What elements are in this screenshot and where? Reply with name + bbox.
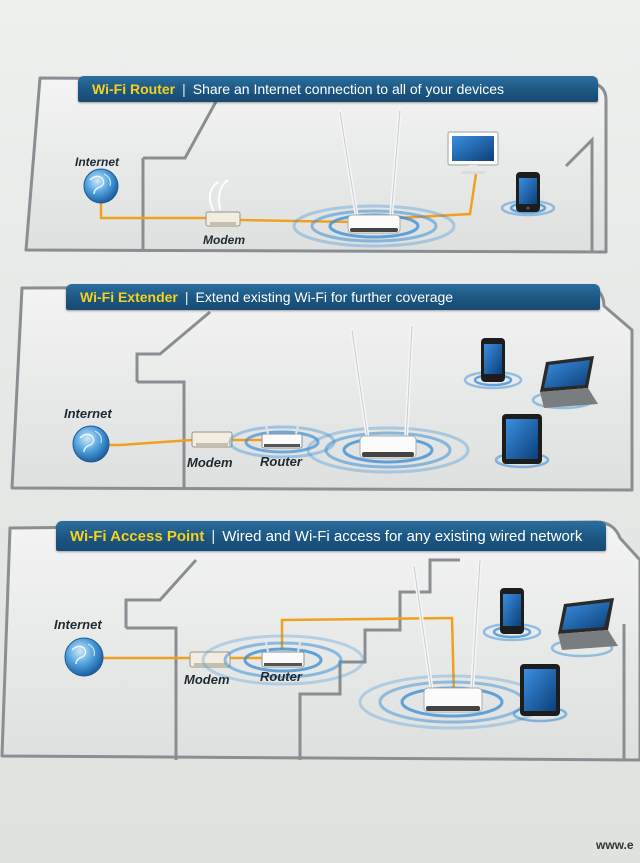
smartphone-icon <box>500 172 556 217</box>
panel-wifi-access-point: Internet Modem Router <box>0 520 640 762</box>
wifi-signal-icon <box>306 426 470 474</box>
panel-wifi-router: Internet Modem <box>24 76 608 254</box>
wifi-signal-icon <box>201 634 365 686</box>
stairs-line <box>143 97 220 160</box>
mode-title: Wi-Fi Router <box>92 81 176 97</box>
globe-icon <box>83 168 119 204</box>
wall-line <box>137 380 186 490</box>
smartphone-icon <box>482 588 542 642</box>
router-device <box>261 641 305 668</box>
mode-description: Extend existing Wi-Fi for further covera… <box>195 289 454 305</box>
globe-icon <box>72 425 110 463</box>
internet-label: Internet <box>54 617 102 632</box>
monitor-icon <box>447 131 499 174</box>
mode-title: Wi-Fi Access Point <box>70 527 205 545</box>
modem-label: Modem <box>184 672 230 687</box>
modem-device <box>189 651 231 668</box>
access-point-device <box>412 558 483 713</box>
banner-wifi-extender: Wi-Fi Extender | Extend existing Wi-Fi f… <box>66 284 600 310</box>
wall-line <box>126 626 178 760</box>
banner-separator: | <box>182 81 186 97</box>
panel-wifi-extender: Internet Modem Router <box>10 284 634 492</box>
banner-separator: | <box>211 527 216 545</box>
router-label: Router <box>260 669 303 684</box>
mode-description: Share an Internet connection to all of y… <box>192 81 505 97</box>
modem-label: Modem <box>203 233 245 247</box>
banner-wifi-access-point: Wi-Fi Access Point | Wired and Wi-Fi acc… <box>56 521 606 551</box>
modem-device <box>191 431 233 448</box>
globe-icon <box>64 637 104 677</box>
footer-url: www.e <box>596 838 634 852</box>
tablet-icon <box>512 664 568 723</box>
cable-router-accesspoint <box>280 616 456 697</box>
internet-label: Internet <box>64 406 112 421</box>
router-label: Router <box>260 454 303 469</box>
smartphone-icon <box>463 338 523 390</box>
staircase-outline <box>298 558 460 760</box>
banner-wifi-router: Wi-Fi Router | Share an Internet connect… <box>78 76 598 102</box>
laptop-icon <box>550 598 618 658</box>
house-outline <box>0 520 640 762</box>
banner-separator: | <box>184 289 189 305</box>
stairs-line <box>124 558 198 628</box>
wall-line-right <box>564 136 594 252</box>
internet-label: Internet <box>75 155 120 169</box>
modem-device <box>205 179 241 227</box>
cable-internet-modem <box>99 200 208 220</box>
tablet-icon <box>494 414 550 469</box>
mode-title: Wi-Fi Extender <box>80 289 178 305</box>
extender-device <box>350 324 417 459</box>
modem-label: Modem <box>187 455 233 470</box>
router-device <box>338 108 402 234</box>
stairs-line <box>135 310 211 382</box>
router-device <box>261 424 303 449</box>
laptop-icon <box>531 356 598 410</box>
mode-description: Wired and Wi-Fi access for any existing … <box>222 527 583 545</box>
